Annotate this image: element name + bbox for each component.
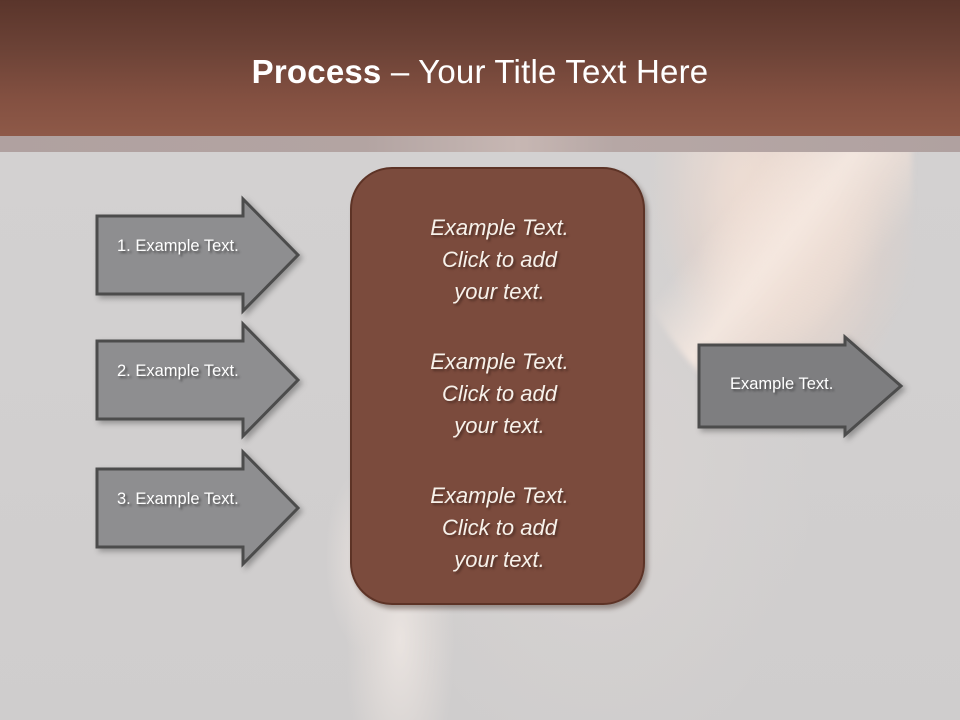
process-arrow-1-label: 1. Example Text. bbox=[117, 237, 239, 255]
page-title-rest: – Your Title Text Here bbox=[381, 53, 709, 90]
title-banner-stripe bbox=[0, 136, 960, 152]
arrow-shape-icon bbox=[697, 333, 904, 439]
arrow-shape-icon bbox=[95, 195, 301, 315]
center-text-block-1[interactable]: Example Text. Click to add your text. bbox=[430, 215, 569, 304]
process-arrow-2[interactable]: 2. Example Text. bbox=[95, 320, 301, 440]
process-arrow-1[interactable]: 1. Example Text. bbox=[95, 195, 301, 315]
process-arrow-3[interactable]: 3. Example Text. bbox=[95, 448, 301, 568]
center-text-list: Example Text. Click to add your text. Ex… bbox=[352, 212, 647, 576]
center-text-block-3[interactable]: Example Text. Click to add your text. bbox=[430, 483, 569, 572]
title-banner bbox=[0, 0, 960, 136]
outcome-arrow-label: Example Text. bbox=[730, 375, 834, 393]
process-arrow-3-label: 3. Example Text. bbox=[117, 490, 239, 508]
center-text-panel[interactable]: Example Text. Click to add your text. Ex… bbox=[350, 167, 645, 605]
center-text-block-2[interactable]: Example Text. Click to add your text. bbox=[430, 349, 569, 438]
outcome-arrow[interactable]: Example Text. bbox=[697, 333, 904, 439]
page-title-strong: Process bbox=[251, 53, 382, 90]
page-title: Process – Your Title Text Here bbox=[0, 52, 960, 92]
arrow-shape-icon bbox=[95, 320, 301, 440]
process-arrow-2-label: 2. Example Text. bbox=[117, 362, 239, 380]
arrow-shape-icon bbox=[95, 448, 301, 568]
